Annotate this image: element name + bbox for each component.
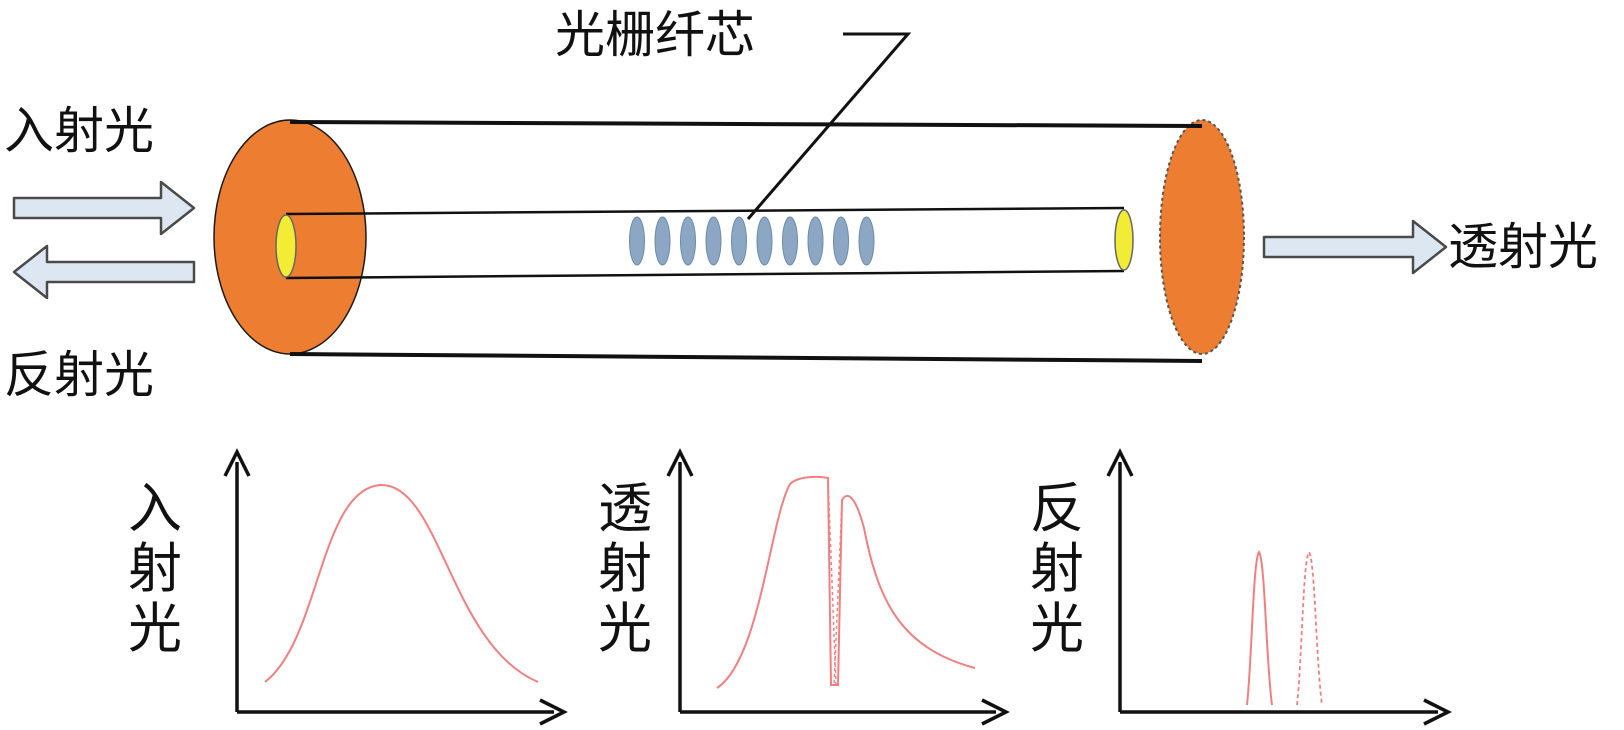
plot-label-char-1: 透 (598, 477, 652, 540)
grating (629, 216, 875, 266)
reflected-light-label: 反射光 (4, 346, 154, 404)
grating-fringe (807, 216, 824, 266)
incident-light-label: 入射光 (4, 102, 154, 160)
core-bottom-edge (285, 269, 1125, 280)
plot-label-char-3: 光 (1030, 597, 1084, 660)
y-axis-arrowhead (223, 448, 251, 477)
transmission-notch-dashed (827, 477, 843, 687)
y-axis-arrowhead (666, 448, 694, 477)
transmitted-spectrum-curve (716, 475, 976, 689)
fiber-cylinder (213, 32, 1245, 363)
grating-fringe (782, 216, 798, 266)
transmitted-arrow (1262, 219, 1448, 275)
incident-arrow (12, 180, 196, 236)
x-axis-arrowhead (1423, 698, 1452, 726)
grating-fringe (629, 216, 645, 266)
incident-spectrum-plot: 入 射 光 (128, 448, 568, 726)
plot-label-char-2: 射 (128, 537, 182, 600)
transmitted-spectrum-plot: 透 射 光 (598, 448, 1010, 726)
grating-fringe (654, 216, 671, 266)
cylinder-top-edge (289, 120, 1203, 128)
grating-leader-line (746, 32, 912, 220)
y-axis-arrowhead (1106, 448, 1134, 477)
reflected-arrow (12, 244, 196, 300)
core-top-edge (285, 206, 1125, 216)
grating-fringe (731, 216, 747, 266)
grating-fringe (756, 216, 773, 266)
cylinder-bottom-edge (289, 352, 1203, 363)
core-right-end (1114, 209, 1134, 271)
grating-core-label: 光栅纤芯 (555, 6, 755, 64)
plot-label-char-2: 射 (1030, 537, 1084, 600)
x-axis-arrowhead (981, 698, 1010, 726)
grating-fringe (833, 216, 849, 266)
plot-label-char-1: 反 (1030, 477, 1084, 540)
plot-label-char-3: 光 (598, 597, 652, 660)
plot-label-char-1: 入 (128, 477, 182, 540)
plot-label-char-3: 光 (128, 597, 182, 660)
x-axis-arrowhead (539, 698, 568, 726)
plot-label-char-2: 射 (598, 537, 652, 600)
incident-spectrum-curve (264, 483, 539, 683)
reflected-spectrum-plot: 反 射 光 (1030, 448, 1452, 726)
grating-fringe (858, 216, 875, 266)
cladding-right-end (1159, 119, 1245, 355)
grating-fringe (705, 216, 722, 266)
core-left-end (275, 214, 297, 278)
reflection-peak-1 (1246, 550, 1273, 706)
reflection-peak-2 (1296, 550, 1323, 706)
transmitted-light-label: 透射光 (1448, 218, 1598, 276)
grating-fringe (680, 216, 696, 266)
